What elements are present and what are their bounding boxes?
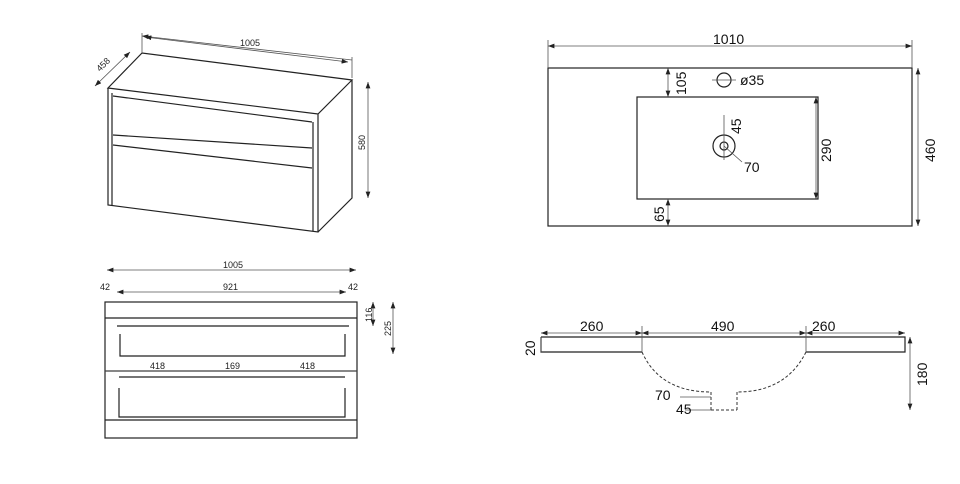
center-span-label: 169 [225, 361, 240, 371]
cabinet-top-view: 1005 42 921 42 116 225 418 169 418 [100, 260, 396, 439]
drain-inner-label: 45 [728, 118, 744, 134]
tap-hole-label: ø35 [740, 72, 764, 88]
left-span-label: 418 [150, 361, 165, 371]
right-offset-label: 42 [348, 282, 358, 292]
section-left-label: 260 [580, 318, 604, 334]
dim-225-label: 225 [383, 321, 393, 336]
top-width-label: 1005 [223, 260, 243, 270]
basin-section-view: 260 490 260 20 180 70 45 [522, 318, 930, 417]
dim-116-label: 116 [364, 308, 374, 322]
basin-top-view: 1010 460 105 65 290 ø35 45 70 [547, 31, 938, 227]
iso-height-label: 580 [357, 135, 367, 150]
basin-depth-label: 460 [922, 138, 938, 162]
inner-width-label: 921 [223, 282, 238, 292]
section-drain-outer-label: 70 [655, 387, 671, 403]
section-thickness-label: 20 [522, 340, 538, 356]
iso-width-label: 1005 [240, 38, 260, 48]
basin-inner-depth-label: 290 [818, 138, 834, 162]
iso-depth-label: 458 [94, 56, 112, 74]
tap-offset-label: 105 [673, 71, 689, 95]
section-drain-inner-label: 45 [676, 401, 692, 417]
drain-outer-label: 70 [744, 159, 760, 175]
cabinet-isometric-view: 1005 458 580 [94, 33, 371, 233]
section-center-label: 490 [711, 318, 735, 334]
right-span-label: 418 [300, 361, 315, 371]
section-height-label: 180 [914, 362, 930, 386]
section-right-label: 260 [812, 318, 836, 334]
bottom-offset-label: 65 [651, 206, 667, 222]
left-offset-label: 42 [100, 282, 110, 292]
basin-width-label: 1010 [713, 31, 744, 47]
